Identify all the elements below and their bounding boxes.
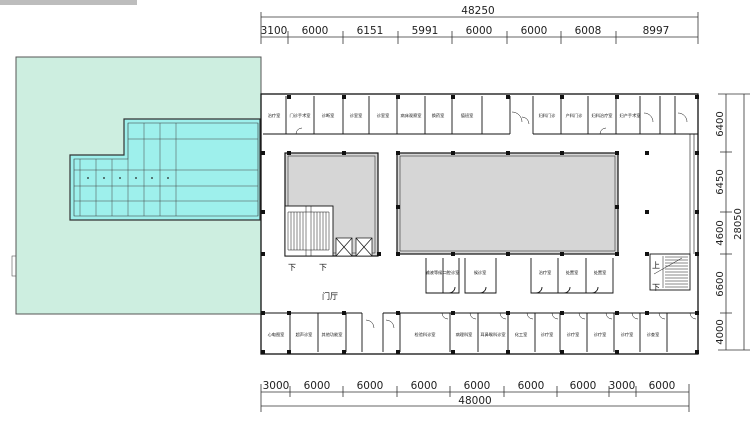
room-observation: 病床观察室 bbox=[401, 112, 422, 119]
bottom-door-arcs bbox=[365, 312, 697, 329]
room-treatment-2: 治疗室 bbox=[539, 269, 552, 276]
bottom-dim-9: 6000 bbox=[649, 380, 676, 392]
bottom-total-dimension: 48000 bbox=[458, 395, 491, 407]
room-disposal-1: 处置室 bbox=[566, 269, 579, 276]
stair-down-label-2: 下 bbox=[319, 263, 327, 272]
room-dental: 口腔诊室 bbox=[443, 269, 460, 276]
room-laboratory: 检验科诊室 bbox=[415, 331, 436, 338]
top-dim-7: 6008 bbox=[575, 25, 602, 37]
elevators bbox=[335, 237, 373, 257]
main-stair bbox=[284, 205, 334, 257]
top-dim-5: 6000 bbox=[466, 25, 493, 37]
top-dim-1: 3100 bbox=[261, 25, 288, 37]
room-clinic-1: 诊室室 bbox=[350, 112, 363, 119]
top-dimension-line bbox=[260, 12, 699, 44]
bottom-dim-5: 6000 bbox=[464, 380, 491, 392]
top-room-walls bbox=[263, 96, 698, 135]
east-stair-up-label: 上 bbox=[652, 261, 660, 270]
room-waiting: 候诊室 bbox=[474, 269, 487, 276]
room-clinic-2: 诊室室 bbox=[377, 112, 390, 119]
bottom-dim-3: 6000 bbox=[357, 380, 384, 392]
bottom-dim-6: 6000 bbox=[518, 380, 545, 392]
top-dim-2: 6000 bbox=[302, 25, 329, 37]
room-ecg: 心电图室 bbox=[268, 331, 285, 338]
bottom-dim-1: 3000 bbox=[263, 380, 290, 392]
room-ultrasound: 超声诊室 bbox=[296, 331, 313, 338]
right-dim-2: 6450 bbox=[715, 169, 726, 194]
title-bar bbox=[0, 0, 137, 5]
room-consult-1: 诊疗室 bbox=[541, 331, 554, 338]
right-dim-5: 4000 bbox=[715, 319, 726, 344]
top-dim-4: 5991 bbox=[412, 25, 439, 37]
room-consult-4: 诊疗室 bbox=[621, 331, 634, 338]
right-dim-1: 6400 bbox=[715, 111, 726, 136]
room-duty: 值班室 bbox=[461, 112, 474, 119]
top-dim-3: 6151 bbox=[357, 25, 384, 37]
top-total-dimension: 48250 bbox=[461, 5, 494, 17]
right-dim-4: 6600 bbox=[715, 271, 726, 296]
room-ent: 耳鼻喉科诊室 bbox=[480, 331, 505, 338]
top-room-labels: 治疗室 门诊手术室 诊断室 诊室室 诊室室 病床观察室 换药室 值班室 妇科门诊… bbox=[268, 112, 641, 119]
room-exam: 诊查室 bbox=[647, 331, 660, 338]
room-ob-surgery: 妇产手术室 bbox=[620, 112, 641, 119]
room-dressing: 换药室 bbox=[432, 112, 445, 119]
terrace-edge bbox=[11, 255, 17, 277]
bottom-dim-4: 6000 bbox=[411, 380, 438, 392]
room-obstetrics: 产科门诊 bbox=[566, 112, 584, 119]
bottom-room-walls bbox=[263, 312, 698, 352]
top-dim-8: 8997 bbox=[643, 25, 670, 37]
hall-label: 门厅 bbox=[322, 291, 338, 301]
room-gyn-treatment: 妇科治疗室 bbox=[592, 112, 613, 119]
room-disposal-2: 处置室 bbox=[594, 269, 607, 276]
room-consult-2: 诊疗室 bbox=[567, 331, 580, 338]
middle-room-labels: 输液等候 口腔诊室 候诊室 治疗室 处置室 处置室 bbox=[426, 269, 607, 276]
room-consult-3: 诊疗室 bbox=[594, 331, 607, 338]
right-dim-3: 4600 bbox=[715, 220, 726, 245]
bottom-dimension-line bbox=[260, 384, 690, 412]
room-functional: 其他功能室 bbox=[322, 331, 343, 338]
east-stair-down-label: 下 bbox=[652, 283, 660, 292]
east-wall-detail bbox=[689, 134, 695, 254]
room-treatment: 治疗室 bbox=[268, 112, 281, 119]
top-door-arcs bbox=[295, 111, 688, 135]
top-dim-6: 6000 bbox=[521, 25, 548, 37]
room-clinic-surgery: 门诊手术室 bbox=[290, 112, 311, 119]
middle-room-walls bbox=[425, 258, 614, 294]
right-total-dimension: 28050 bbox=[733, 208, 744, 240]
bottom-dim-2: 6000 bbox=[304, 380, 331, 392]
room-pathology: 病理科室 bbox=[456, 331, 473, 338]
east-stair bbox=[649, 253, 691, 291]
room-diagnosis: 诊断室 bbox=[322, 112, 335, 119]
swimming-pool bbox=[69, 118, 261, 221]
structural-columns bbox=[261, 95, 699, 354]
room-infusion-waiting: 输液等候 bbox=[426, 269, 444, 276]
stair-down-label-1: 下 bbox=[288, 263, 296, 272]
room-gynecology: 妇科门诊 bbox=[539, 112, 557, 119]
bottom-room-labels: 心电图室 超声诊室 其他功能室 检验科诊室 病理科室 耳鼻喉科诊室 化工室 诊疗… bbox=[268, 331, 660, 338]
room-chem: 化工室 bbox=[515, 331, 528, 338]
atrium-right bbox=[396, 152, 619, 255]
bottom-dim-8: 3000 bbox=[609, 380, 636, 392]
bottom-dim-7: 6000 bbox=[570, 380, 597, 392]
right-dimension-line bbox=[718, 93, 750, 351]
